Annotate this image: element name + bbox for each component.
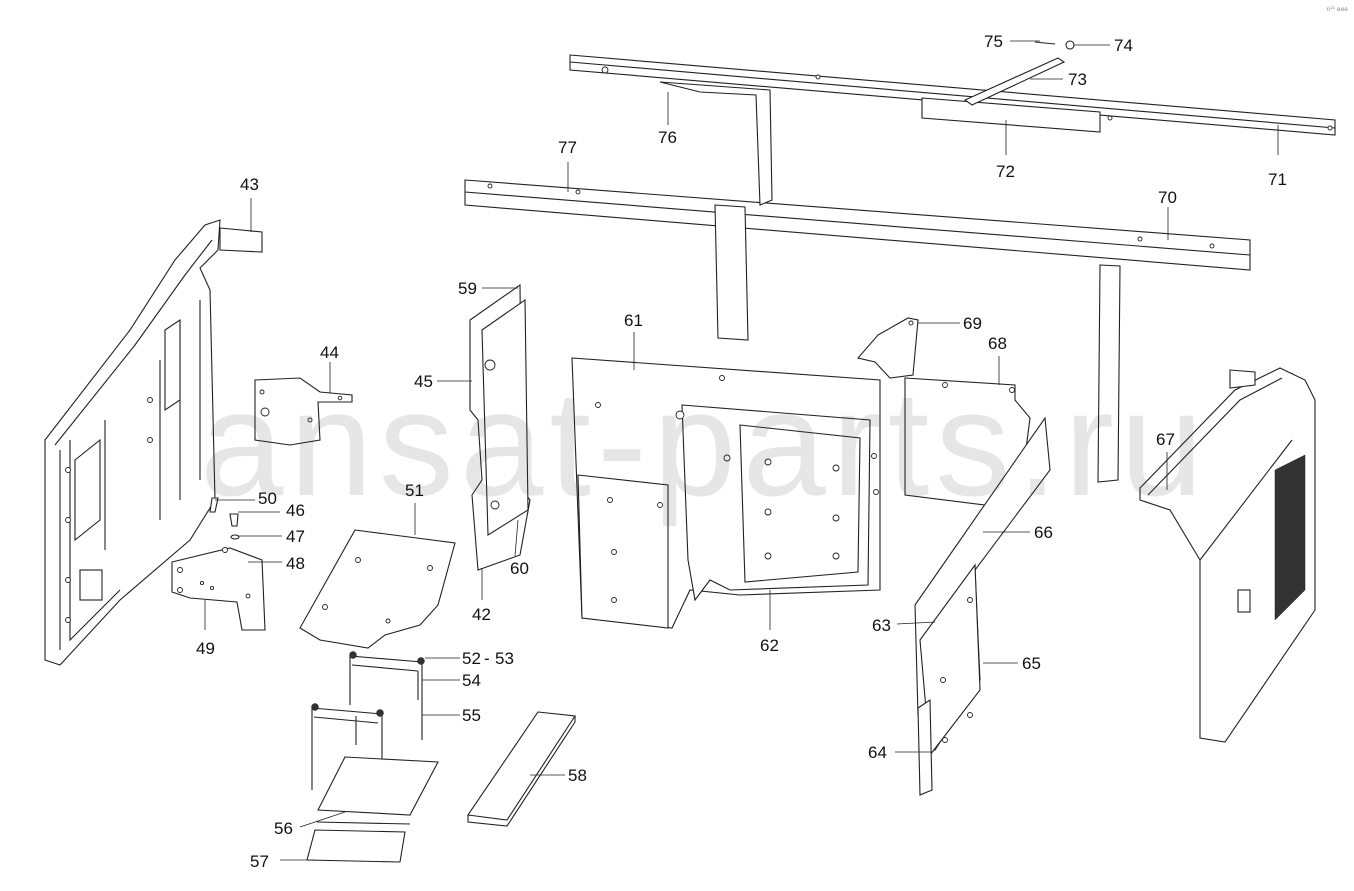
part-67-right-side-panel <box>1139 367 1316 743</box>
callout-65: 65 <box>1022 654 1041 673</box>
callout-66: 66 <box>1034 523 1053 542</box>
callout-77: 77 <box>558 138 577 157</box>
corner-mark: n²¹ eee <box>1326 6 1348 13</box>
part-44-bracket <box>254 377 353 446</box>
callout-54: 54 <box>462 671 481 690</box>
callout-69: 69 <box>963 314 982 333</box>
watermark: ansat-parts.ru <box>200 359 1210 527</box>
callout-56: 56 <box>274 819 293 838</box>
callout-67: 67 <box>1156 430 1175 449</box>
callout-44: 44 <box>320 343 339 362</box>
part-74-75-small-parts <box>1034 40 1075 50</box>
callout-52-53-dash: - <box>484 649 490 668</box>
callout-75: 75 <box>984 32 1003 51</box>
leader-lines <box>204 40 1279 861</box>
callout-63: 63 <box>872 616 891 635</box>
callout-42: 42 <box>472 605 491 624</box>
callout-60: 60 <box>510 559 529 578</box>
callout-61: 61 <box>624 311 643 330</box>
callout-68: 68 <box>988 334 1007 353</box>
part-46-47-50-fasteners <box>209 497 240 540</box>
part-70-77-cross-beam <box>464 179 1251 483</box>
callout-57: 57 <box>250 852 269 871</box>
callout-55: 55 <box>462 706 481 725</box>
callout-52: 52 <box>462 649 481 668</box>
part-43-left-side-panel <box>44 219 263 666</box>
part-51-floor-plate <box>299 529 456 649</box>
part-58-block <box>467 711 576 827</box>
callout-49: 49 <box>196 639 215 658</box>
part-71-76-top-frame <box>569 54 1336 206</box>
part-56-57-floor-mats <box>306 756 439 863</box>
callout-73: 73 <box>1068 70 1087 89</box>
part-45-59-60-vertical-plate <box>469 283 531 571</box>
callout-71: 71 <box>1268 170 1287 189</box>
callout-62: 62 <box>760 636 779 655</box>
callout-53: 53 <box>495 649 514 668</box>
part-61-62-central-panel <box>571 357 881 629</box>
callout-48: 48 <box>286 554 305 573</box>
callout-51: 51 <box>405 481 424 500</box>
callout-72: 72 <box>996 162 1015 181</box>
callout-43: 43 <box>240 175 259 194</box>
callout-47: 47 <box>286 527 305 546</box>
callout-76: 76 <box>658 128 677 147</box>
callout-70: 70 <box>1158 188 1177 207</box>
callout-74: 74 <box>1114 36 1133 55</box>
callout-64: 64 <box>868 743 887 762</box>
callout-45: 45 <box>414 372 433 391</box>
callout-50: 50 <box>258 489 277 508</box>
callout-58: 58 <box>568 766 587 785</box>
callout-59: 59 <box>458 279 477 298</box>
part-48-49-lower-bracket <box>171 547 266 631</box>
callout-46: 46 <box>286 501 305 520</box>
part-65-66-68-right-panels <box>904 377 1051 796</box>
part-69-small-bracket <box>856 317 919 379</box>
part-52-55-hangers <box>311 651 425 805</box>
